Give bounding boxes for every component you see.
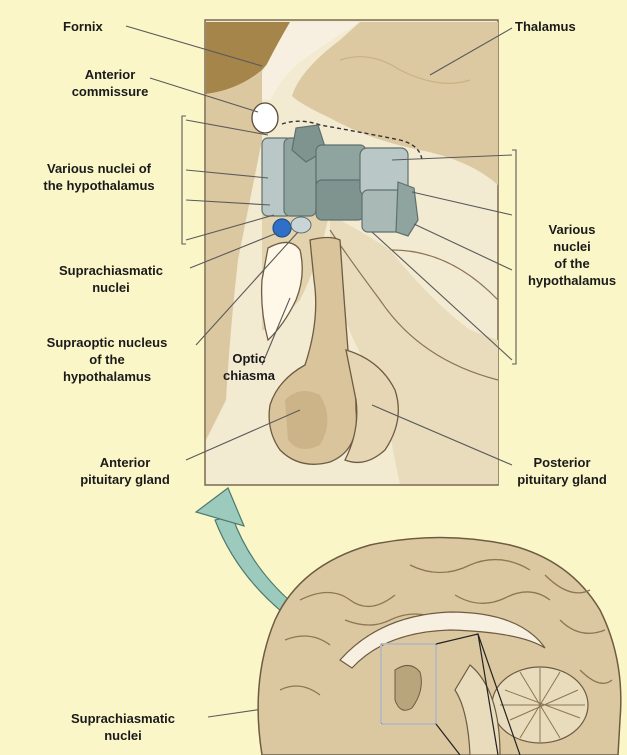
anterior-pituitary-shading [285,391,328,449]
label-fornix: Fornix [63,18,103,35]
label-posterior-pituitary: Posterior pituitary gland [498,454,626,488]
label-suprachiasmatic-bottom: Suprachiasmatic nuclei [48,710,198,744]
label-suprachiasmatic-top: Suprachiasmatic nuclei [36,262,186,296]
label-supraoptic: Supraoptic nucleus of the hypothalamus [18,334,196,385]
cerebellum [492,667,588,743]
supraoptic-nucleus-shape [291,217,311,233]
nucleus-4 [316,145,366,185]
label-various-nuclei-left: Various nuclei of the hypothalamus [14,160,184,194]
label-various-nuclei-right: Various nuclei of the hypothalamus [518,221,626,289]
label-anterior-pituitary: Anterior pituitary gland [60,454,190,488]
brain-sagittal [258,538,621,755]
nucleus-5 [316,180,364,220]
detail-panel [205,20,498,485]
label-optic-chiasma: Optic chiasma [214,350,284,384]
anterior-commissure-shape [252,103,278,133]
label-thalamus: Thalamus [515,18,576,35]
suprachiasmatic-nucleus-blue [273,219,291,237]
label-anterior-commissure: Anterior commissure [40,66,180,100]
brace-right [512,150,516,364]
